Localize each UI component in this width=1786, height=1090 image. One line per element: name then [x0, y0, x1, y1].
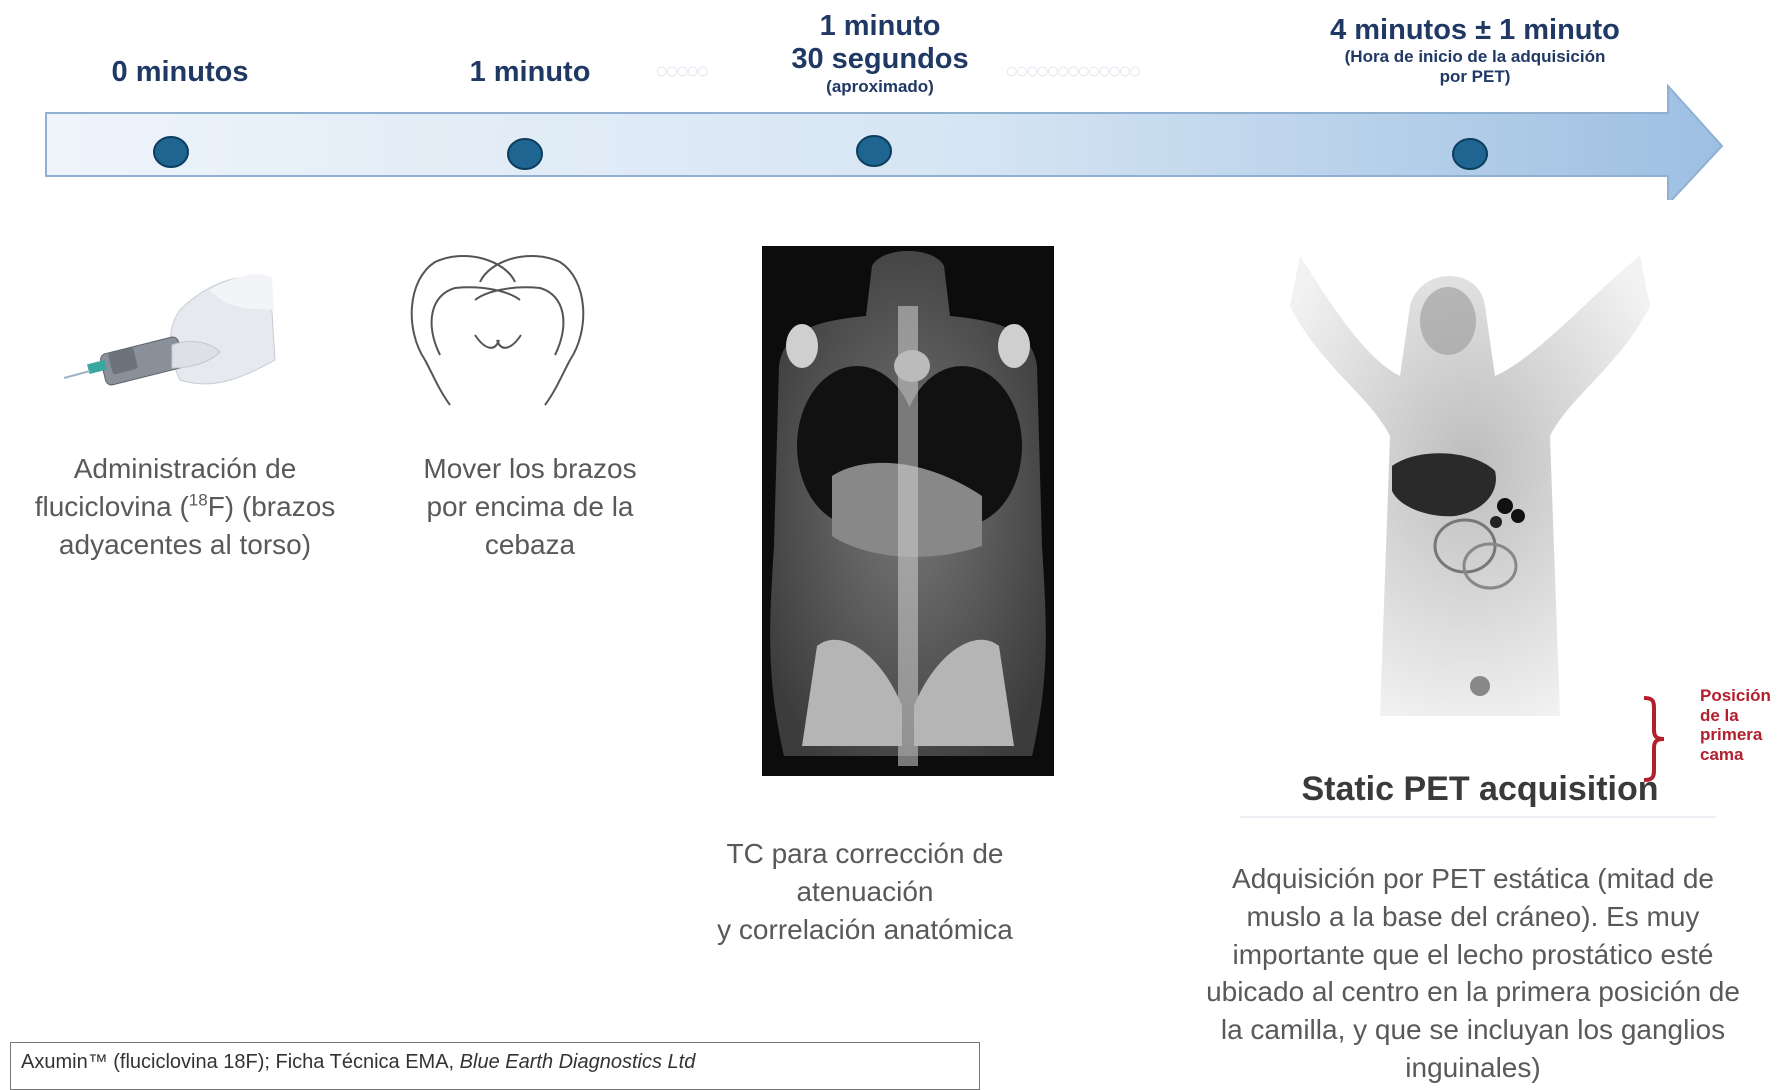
step-text-line: cebaza [385, 526, 675, 564]
step-text-line: inguinales) [1160, 1049, 1786, 1087]
time-label-3: 4 minutos ± 1 minuto (Hora de inicio de … [1295, 14, 1655, 86]
syringe-hand-icon [60, 250, 280, 410]
bed-position-label: Posición de la primera cama [1700, 686, 1786, 764]
step-text-line: TC para corrección de [675, 835, 1055, 873]
step-pet-text: Adquisición por PET estática (mitad de m… [1160, 860, 1786, 1087]
step-text-line: fluciclovina (18F) (brazos [0, 488, 370, 526]
step-text-line: importante que el lecho prostático esté [1160, 936, 1786, 974]
timeline-dot [506, 136, 544, 172]
timeline-dot [152, 134, 190, 170]
step-text-fragment: fluciclovina ( [35, 491, 189, 522]
timeline-dot [855, 133, 893, 169]
reference-company: Blue Earth Diagnostics Ltd [460, 1051, 696, 1073]
isotope-superscript: 18 [189, 490, 208, 509]
time-label-note-line1: (Hora de inicio de la adquisición [1295, 47, 1655, 67]
time-label-line2: 30 segundos [770, 43, 990, 76]
static-pet-title-text: Static PET acquisition [1301, 770, 1658, 808]
bed-label-line: primera [1700, 725, 1786, 745]
step-text-line: y correlación anatómica [675, 911, 1055, 949]
time-label-note: (aproximado) [770, 77, 990, 97]
time-label-0: 0 minutos [80, 56, 280, 89]
static-pet-title: Static PET acquisition [1250, 770, 1710, 809]
step-text-line: adyacentes al torso) [0, 526, 370, 564]
step-arms-text: Mover los brazos por encima de la cebaza [385, 450, 675, 563]
step-text-fragment: F) (brazos [208, 491, 336, 522]
timeline-dots-decoration: ○○○○○ [655, 58, 706, 84]
step-text-line: la camilla, y que se incluyan los gangli… [1160, 1011, 1786, 1049]
time-label-note-line2: por PET) [1295, 67, 1655, 87]
step-text-line: ubicado al centro en la primera posición… [1160, 973, 1786, 1011]
time-label-text: 1 minuto [470, 56, 591, 88]
step-text-line: muslo a la base del cráneo). Es muy [1160, 898, 1786, 936]
step-injection-text: Administración de fluciclovina (18F) (br… [0, 450, 370, 563]
step-text-line: Administración de [0, 450, 370, 488]
step-text-line: Mover los brazos [385, 450, 675, 488]
bed-label-line: Posición [1700, 686, 1786, 706]
static-pet-divider [1240, 816, 1716, 818]
reference-box: Axumin™ (fluciclovina 18F); Ficha Técnic… [10, 1042, 980, 1090]
timeline-dot [1451, 136, 1489, 172]
time-label-1: 1 minuto [430, 56, 630, 89]
time-label-text: 4 minutos ± 1 minuto [1295, 14, 1655, 47]
step-ct-text: TC para corrección de atenuación y corre… [675, 835, 1055, 948]
time-label-line1: 1 minuto [770, 10, 990, 43]
timeline-dots-decoration: ○○○○○○○○○○○○○ [1005, 58, 1139, 84]
bed-label-line: cama [1700, 745, 1786, 765]
bed-label-line: de la [1700, 706, 1786, 726]
ct-scan-image [762, 246, 1054, 776]
step-text-line: por encima de la [385, 488, 675, 526]
reference-text: Axumin™ (fluciclovina 18F); Ficha Técnic… [21, 1051, 460, 1073]
raised-arms-icon [395, 240, 600, 410]
pet-scan-image [1280, 246, 1670, 746]
step-text-line: atenuación [675, 873, 1055, 911]
time-label-text: 0 minutos [112, 56, 249, 88]
step-text-line: Adquisición por PET estática (mitad de [1160, 860, 1786, 898]
time-label-2: 1 minuto 30 segundos (aproximado) [770, 10, 990, 96]
